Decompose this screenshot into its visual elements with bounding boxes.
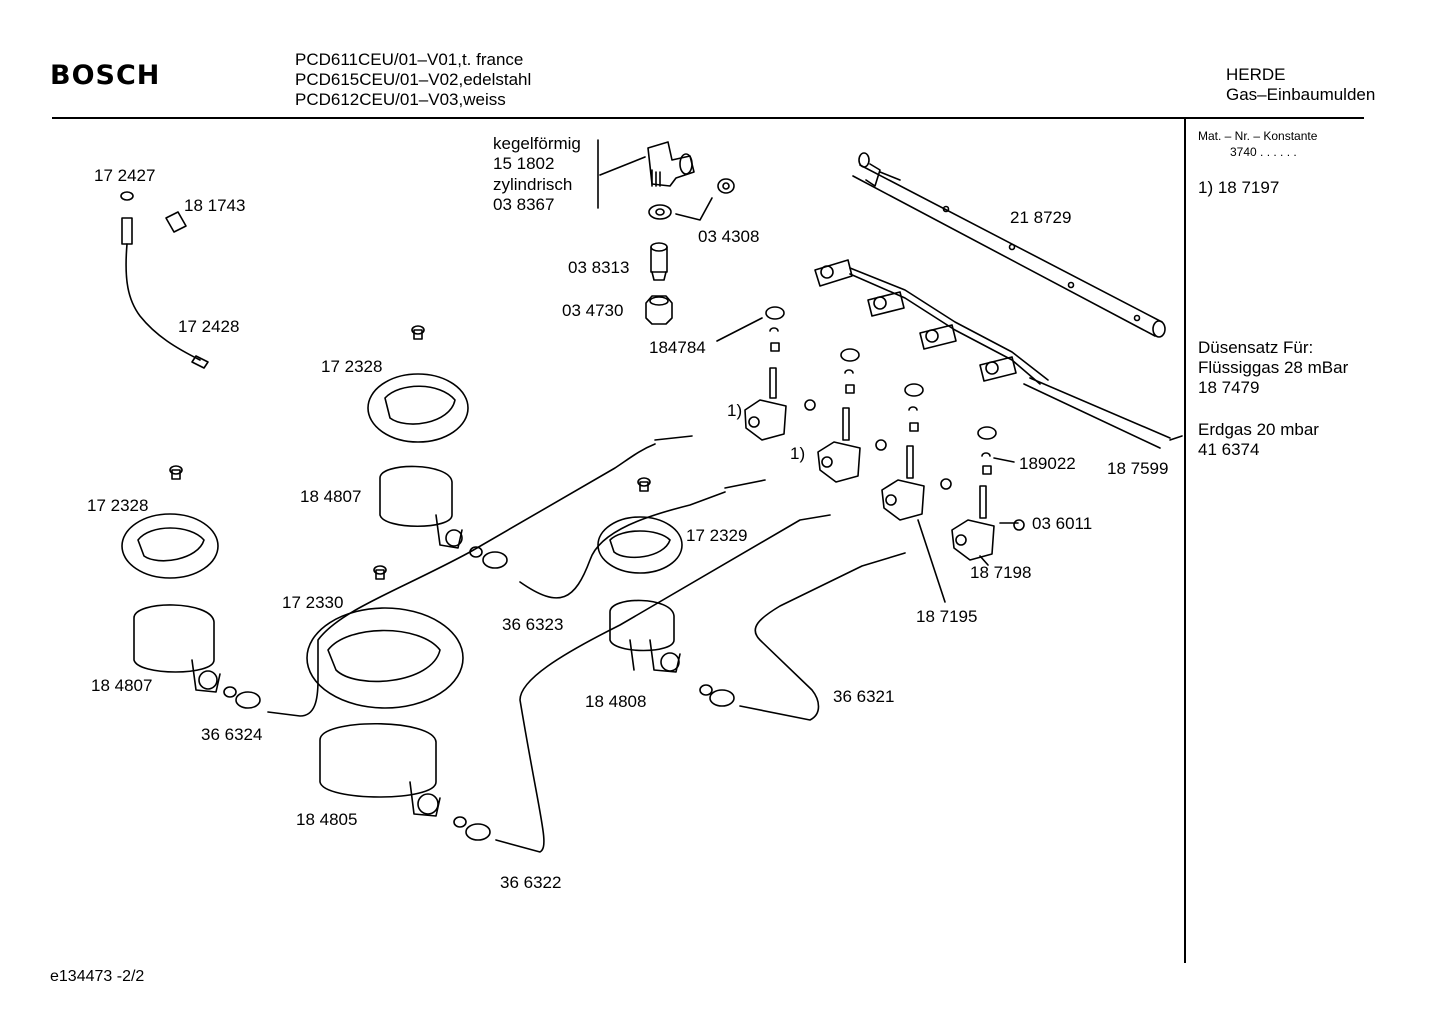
thermocouple-icon [120, 191, 209, 369]
lpg-part: 18 7479 [1198, 378, 1260, 397]
burner-housing-icon [609, 599, 681, 673]
leader-034308 [675, 197, 713, 221]
clip-icon [165, 211, 187, 233]
label-note-1b: 1) [790, 444, 806, 463]
label-038313: 03 8313 [568, 258, 630, 277]
gas-valve-icon [881, 383, 952, 521]
burner-ring-icon [367, 373, 469, 443]
label-kegel: kegelförmig [493, 134, 581, 153]
model-line-2: PCD615CEU/01–V02,edelstahl [295, 70, 532, 89]
label-184807-top: 18 4807 [300, 487, 362, 506]
label-zylind-part: 03 8367 [493, 195, 555, 214]
sidebar-divider [1184, 118, 1186, 963]
model-line-1: PCD611CEU/01–V01,t. france [295, 50, 524, 69]
ring-icon [648, 204, 672, 220]
label-172427: 17 2427 [94, 166, 156, 185]
tube-fitting-icon [223, 686, 261, 709]
gas-valve-icon [817, 348, 887, 483]
burner-ring-icon [306, 607, 464, 709]
gas-tube-366324 [267, 551, 471, 717]
burner-housing-icon [319, 722, 441, 817]
label-184807-left: 18 4807 [91, 676, 153, 695]
screw-icon [373, 565, 387, 580]
nut-icon [645, 295, 673, 325]
label-184808: 18 4808 [585, 692, 647, 711]
burner-housing-icon [379, 465, 463, 549]
screw-icon [411, 325, 425, 340]
tube-fitting-icon [453, 816, 491, 841]
label-187195: 18 7195 [916, 607, 978, 626]
label-181743: 18 1743 [184, 196, 246, 215]
label-184805: 18 4805 [296, 810, 358, 829]
label-187599: 18 7599 [1107, 459, 1169, 478]
screw-icon [637, 477, 651, 492]
screw-icon [169, 465, 183, 480]
gas-tube-366321 [739, 552, 906, 721]
label-172328-left: 17 2328 [87, 496, 149, 515]
gas-valve-icon [951, 426, 1025, 561]
burner-housing-icon [133, 604, 221, 693]
label-kegel-part: 15 1802 [493, 154, 555, 173]
label-172330: 17 2330 [282, 593, 344, 612]
label-note-1a: 1) [727, 401, 743, 420]
label-172329: 17 2329 [686, 526, 748, 545]
label-172428: 17 2428 [178, 317, 240, 336]
footnote-part: 1) 18 7197 [1198, 178, 1280, 197]
gas-valve-icon [744, 306, 816, 441]
gas-tube-366323 [469, 435, 766, 599]
label-189022: 189022 [1019, 454, 1076, 473]
label-366324: 36 6324 [201, 725, 263, 744]
model-list: PCD611CEU/01–V01,t. france PCD615CEU/01–… [295, 50, 531, 110]
washer-icon [717, 178, 735, 194]
burner-ring-icon [597, 516, 683, 574]
label-366323: 36 6323 [502, 615, 564, 634]
label-218729: 21 8729 [1010, 208, 1072, 227]
ignition-switch-array [814, 259, 1171, 449]
label-184784: 184784 [649, 338, 706, 357]
label-zylind: zylindrisch [493, 175, 573, 194]
header-divider [52, 117, 1364, 119]
gas-tube-366322 [495, 514, 831, 853]
leader-187198 [979, 555, 989, 566]
mat-label: Mat. – Nr. – Konstante [1198, 129, 1318, 143]
label-036011: 03 6011 [1032, 514, 1093, 533]
brand-logo: BOSCH [50, 60, 161, 91]
tube-fitting-icon [469, 546, 508, 569]
leader-elbow [599, 156, 646, 176]
model-line-3: PCD612CEU/01–V03,weiss [295, 90, 506, 109]
leader-184808 [629, 639, 635, 671]
label-034730: 03 4730 [562, 301, 624, 320]
leader-184784 [716, 317, 763, 342]
nozzle-icon [650, 242, 668, 281]
leader-187195 [917, 519, 946, 603]
lpg-label: Flüssiggas 28 mBar [1198, 358, 1349, 377]
document-id: e134473 -2/2 [50, 968, 145, 985]
category-line-1: HERDE [1226, 65, 1286, 84]
nozzle-title: Düsensatz Für: [1198, 338, 1314, 357]
category: HERDE Gas–Einbaumulden [1226, 65, 1375, 105]
label-187198: 18 7198 [970, 563, 1032, 582]
gas-manifold-pipe [852, 152, 1166, 338]
category-line-2: Gas–Einbaumulden [1226, 85, 1376, 104]
label-366321: 36 6321 [833, 687, 895, 706]
label-034308: 03 4308 [698, 227, 760, 246]
burner-ring-icon [121, 513, 219, 579]
leader-189022 [993, 457, 1015, 463]
label-172328-top: 17 2328 [321, 357, 383, 376]
natgas-part: 41 6374 [1198, 440, 1260, 459]
connector-187599 [1169, 435, 1183, 441]
tube-fitting-icon [699, 684, 735, 707]
natgas-label: Erdgas 20 mbar [1198, 420, 1319, 439]
elbow-fitting-icon [647, 141, 695, 187]
label-366322: 36 6322 [500, 873, 562, 892]
mat-value: 3740 . . . . . . [1230, 145, 1297, 159]
